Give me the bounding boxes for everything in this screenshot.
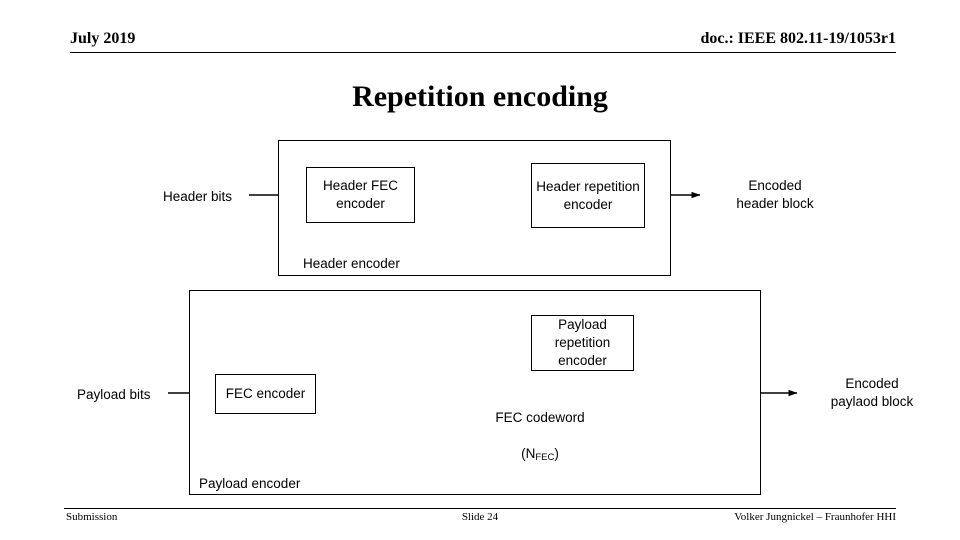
payload-bits-label: Payload bits [77, 387, 151, 402]
encoded-payload-block-label: Encoded paylaod block [830, 376, 914, 409]
fec-codeword-param-subscript: FEC [535, 451, 555, 463]
fec-codeword-param-label: (NFEC) [470, 427, 610, 463]
footer-divider [64, 508, 896, 509]
payload-fec-encoder-block[interactable]: FEC encoder [215, 374, 316, 414]
header-date: July 2019 [70, 30, 136, 47]
footer-submission: Submission [66, 511, 118, 523]
header-divider [70, 52, 896, 53]
page-title: Repetition encoding [352, 80, 608, 113]
header-repetition-encoder-block[interactable]: Header repetition encoder [531, 163, 645, 228]
footer-author: Volker Jungnickel – Fraunhofer HHI [734, 511, 896, 523]
fec-codeword-param-prefix: (N [521, 445, 536, 461]
footer-slide-number: Slide 24 [461, 511, 499, 523]
payload-repetition-encoder-block[interactable]: Payload repetition encoder [531, 315, 634, 371]
payload-encoder-container-label: Payload encoder [199, 476, 301, 491]
fec-codeword-param-suffix: ) [554, 445, 559, 461]
header-encoder-container-label: Header encoder [303, 256, 400, 271]
fec-codeword-label: FEC codeword [495, 410, 585, 425]
header-doc-id: doc.: IEEE 802.11-19/1053r1 [700, 30, 896, 47]
header-bits-label: Header bits [163, 189, 233, 204]
encoded-header-block-label: Encoded header block [736, 178, 814, 211]
header-fec-encoder-block[interactable]: Header FEC encoder [306, 167, 415, 223]
